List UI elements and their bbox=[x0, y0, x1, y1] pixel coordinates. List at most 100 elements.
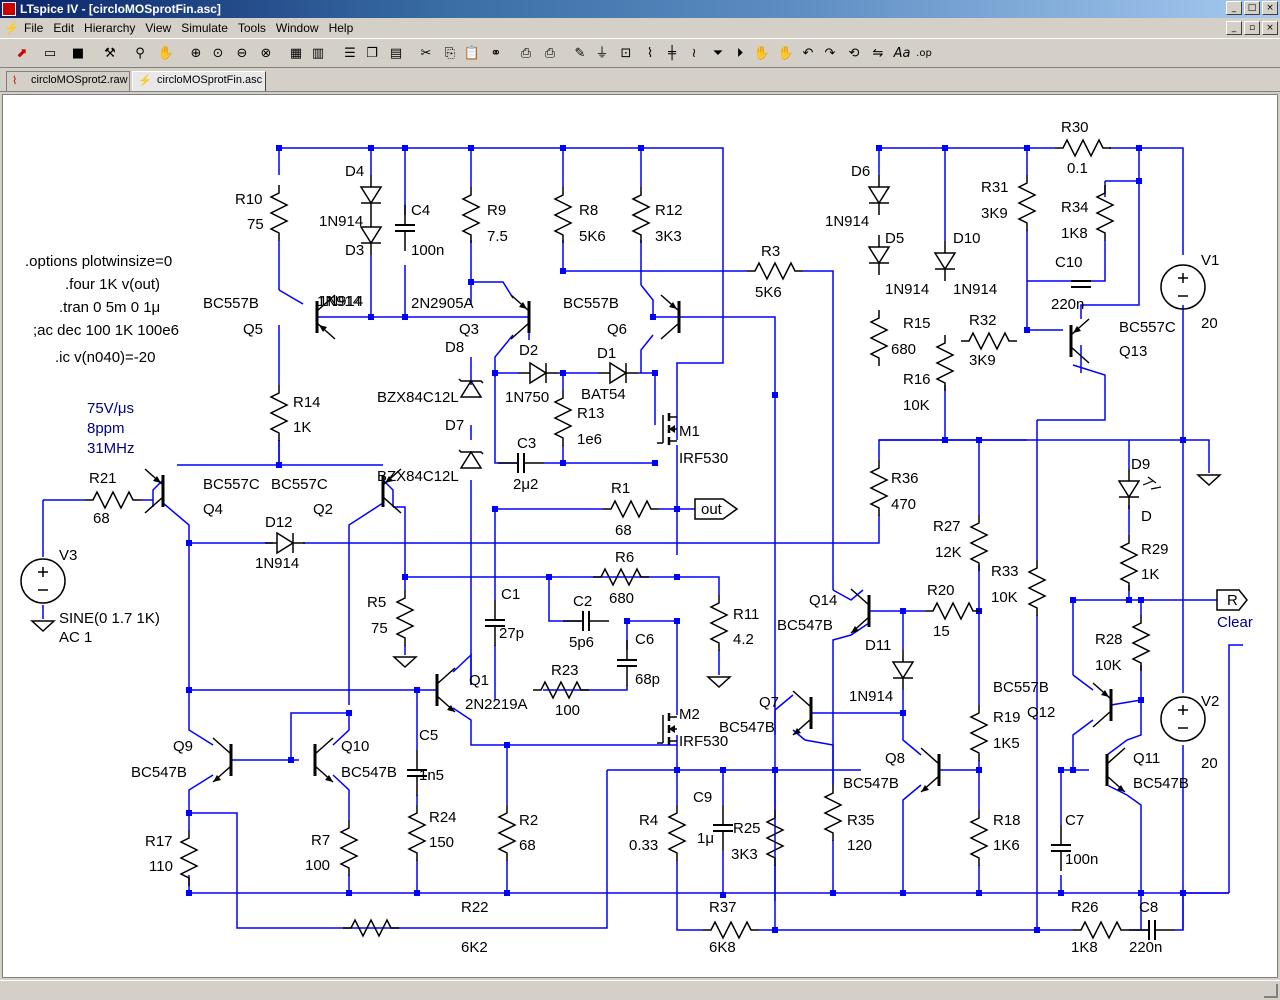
text-icon[interactable]: Aa bbox=[893, 46, 911, 61]
open-icon[interactable]: ⬈ bbox=[16, 46, 28, 61]
resistor-r14 bbox=[270, 384, 288, 442]
component-icon[interactable]: ⏵ bbox=[736, 46, 744, 61]
resistor-r15 bbox=[870, 309, 888, 367]
label-v3: V3 bbox=[59, 547, 77, 564]
value-r19: 1K5 bbox=[993, 735, 1020, 752]
move-icon[interactable]: ✋ bbox=[753, 46, 771, 61]
capacitor-icon[interactable]: ╪ bbox=[668, 46, 676, 61]
label-r25: R25 bbox=[733, 820, 761, 837]
schematic-drawing[interactable]: R10 75 D4 1N914 D3 1N914 C4 100n R9 7.5 … bbox=[3, 95, 1279, 979]
menu-tools[interactable]: Tools bbox=[237, 21, 266, 35]
diode-d12 bbox=[264, 532, 306, 554]
voltage-source-v1 bbox=[1160, 264, 1206, 310]
tab-raw[interactable]: ⌇ circloMOSprot2.raw bbox=[6, 71, 130, 91]
diode-d11 bbox=[892, 649, 914, 691]
doc-minimize-button[interactable]: _ bbox=[1226, 21, 1242, 35]
zoom-in-icon[interactable]: ⊕ bbox=[190, 46, 202, 61]
menu-view[interactable]: View bbox=[145, 21, 172, 35]
label-r30: R30 bbox=[1061, 119, 1089, 136]
label-c3: C3 bbox=[517, 435, 536, 452]
maximize-button[interactable]: □ bbox=[1244, 1, 1260, 15]
tab-schematic[interactable]: ⚡ circloMOSprotFin.asc bbox=[132, 71, 266, 91]
ground-icon[interactable]: ⏚ bbox=[595, 46, 609, 61]
tile-horizontal-icon[interactable]: ☰ bbox=[344, 46, 356, 61]
menu-window[interactable]: Window bbox=[275, 21, 319, 35]
undo-icon[interactable]: ↶ bbox=[802, 46, 814, 61]
value-r37: 6K8 bbox=[709, 939, 736, 956]
ac-v3: AC 1 bbox=[59, 629, 92, 646]
print-preview-icon[interactable]: ⎙ bbox=[520, 46, 532, 61]
menu-bar: ⚡ File Edit Hierarchy View Simulate Tool… bbox=[0, 18, 1280, 38]
doc-close-button[interactable]: × bbox=[1262, 21, 1278, 35]
diode-icon[interactable]: ⏷ bbox=[712, 46, 724, 61]
label-r28: R28 bbox=[1095, 631, 1123, 648]
halt-icon[interactable]: ✋ bbox=[157, 46, 175, 61]
diode-d10 bbox=[934, 240, 956, 282]
draw-wire-icon[interactable]: ✎ bbox=[574, 46, 586, 61]
menu-file[interactable]: File bbox=[24, 21, 44, 35]
label-d9: D9 bbox=[1131, 456, 1150, 473]
resistor-r31 bbox=[1018, 174, 1036, 232]
drag-icon[interactable]: ✋ bbox=[777, 46, 795, 61]
run-icon[interactable]: ⚲ bbox=[135, 46, 145, 61]
label-r18: R18 bbox=[993, 812, 1021, 829]
cascade-icon[interactable]: ❐ bbox=[366, 46, 378, 61]
value-r9: 7.5 bbox=[487, 228, 508, 245]
save-icon[interactable]: ■ bbox=[71, 46, 85, 61]
rotate-icon[interactable]: ⟲ bbox=[848, 46, 860, 61]
value-c5: 1n5 bbox=[419, 767, 444, 784]
print-icon[interactable]: ⎙ bbox=[544, 46, 556, 61]
label-d7: D7 bbox=[445, 417, 464, 434]
paste-icon[interactable]: 📋 bbox=[463, 46, 481, 61]
transistor-q11 bbox=[1105, 746, 1127, 794]
value-q2: BC557C bbox=[271, 476, 328, 493]
doc-restore-button[interactable]: ▫ bbox=[1244, 21, 1260, 35]
tile-vertical-icon[interactable]: ▤ bbox=[389, 46, 403, 61]
resistor-r17 bbox=[180, 829, 198, 887]
value-r24: 150 bbox=[429, 834, 454, 851]
document-icon[interactable]: ⚡ bbox=[4, 21, 19, 35]
label-r15: R15 bbox=[903, 315, 931, 332]
diode-d4 bbox=[360, 174, 382, 216]
inductor-icon[interactable]: ≀ bbox=[691, 46, 697, 61]
value-r7: 100 bbox=[305, 857, 330, 874]
ground-r5 bbox=[393, 656, 417, 668]
value-q9: BC547B bbox=[131, 764, 187, 781]
minimize-button[interactable]: _ bbox=[1226, 1, 1242, 15]
redo-icon[interactable]: ↷ bbox=[824, 46, 836, 61]
value-r35: 120 bbox=[847, 837, 872, 854]
autorange-icon[interactable]: ▦ bbox=[289, 46, 303, 61]
zoom-out-icon[interactable]: ⊖ bbox=[236, 46, 248, 61]
menu-simulate[interactable]: Simulate bbox=[181, 21, 228, 35]
label-r23: R23 bbox=[551, 662, 579, 679]
zoom-fit-icon[interactable]: ⊗ bbox=[260, 46, 272, 61]
copy-icon[interactable]: ⎘ bbox=[444, 46, 456, 61]
value-r28: 10K bbox=[1095, 657, 1122, 674]
resistor-r26 bbox=[1072, 921, 1130, 939]
transistor-q9 bbox=[211, 736, 233, 784]
pan-icon[interactable]: ⊙ bbox=[212, 46, 224, 61]
control-panel-icon[interactable]: ⚒ bbox=[104, 46, 116, 61]
mirror-icon[interactable]: ⇋ bbox=[872, 46, 884, 61]
open-folder-icon[interactable]: ▭ bbox=[43, 46, 57, 61]
label-r22: R22 bbox=[461, 899, 489, 916]
label-r35: R35 bbox=[847, 812, 875, 829]
ground-v3 bbox=[31, 620, 55, 632]
close-button[interactable]: × bbox=[1262, 1, 1278, 15]
cut-icon[interactable]: ✂ bbox=[420, 46, 432, 61]
notes: 75V/μs 8ppm 31MHz Clear bbox=[87, 400, 1253, 631]
grid-icon[interactable]: ▥ bbox=[311, 46, 325, 61]
find-icon[interactable]: ⚭ bbox=[490, 46, 502, 61]
menu-help[interactable]: Help bbox=[328, 21, 354, 35]
label-r29: R29 bbox=[1141, 541, 1169, 558]
resize-grip-icon[interactable] bbox=[1264, 984, 1278, 998]
menu-hierarchy[interactable]: Hierarchy bbox=[84, 21, 136, 35]
resistor-r37 bbox=[702, 921, 760, 939]
value-c10: 220n bbox=[1051, 296, 1084, 313]
label-r2: R2 bbox=[519, 812, 538, 829]
schematic-canvas[interactable]: R10 75 D4 1N914 D3 1N914 C4 100n R9 7.5 … bbox=[2, 94, 1278, 978]
menu-edit[interactable]: Edit bbox=[53, 21, 75, 35]
spice-directive-icon[interactable]: .op bbox=[916, 48, 932, 59]
label-net-icon[interactable]: ⊡ bbox=[620, 46, 632, 61]
resistor-icon[interactable]: ⌇ bbox=[646, 46, 654, 61]
